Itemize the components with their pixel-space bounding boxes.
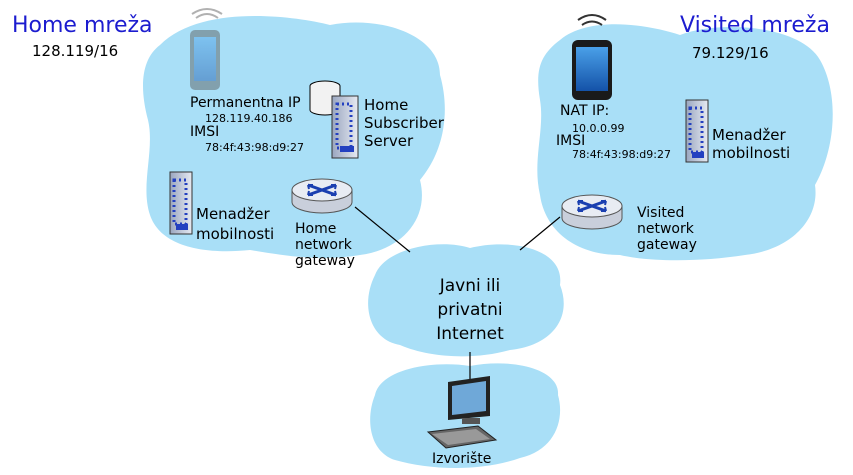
internet-cloud (368, 244, 564, 357)
hss-label-line3: Server (364, 132, 414, 150)
visited-imsi-label: IMSI (556, 133, 586, 149)
source-label: Izvorište (432, 451, 492, 467)
internet-label-line3: Internet (436, 324, 504, 344)
source-computer-icon (426, 376, 498, 449)
home-gateway-line2: network (295, 237, 352, 253)
hss-label-line2: Subscriber (364, 114, 444, 132)
home-gateway-line3: gateway (295, 253, 355, 269)
home-mobility-manager-line1: Menadžer (196, 205, 270, 223)
home-imsi-value: 78:4f:43:98:d9:27 (205, 141, 304, 154)
internet-label-line2: privatni (437, 300, 503, 320)
visited-mobility-manager-line2: mobilnosti (712, 144, 791, 162)
visited-gateway-router-icon (561, 194, 623, 230)
home-gateway-line1: Home (295, 221, 337, 237)
visited-network-title: Visited mreža (680, 13, 830, 38)
visited-network-prefix: 79.129/16 (692, 44, 769, 62)
home-gateway-router-icon (291, 178, 353, 214)
visited-imsi-value: 78:4f:43:98:d9:27 (572, 148, 671, 161)
visited-gateway-line3: gateway (637, 237, 697, 253)
home-network-cloud (143, 16, 445, 258)
home-phone-icon (190, 8, 223, 90)
link-home-gateway-internet (354, 206, 411, 253)
visited-mobility-manager-line1: Menadžer (712, 126, 786, 144)
visited-mobility-manager-icon (685, 99, 709, 163)
hss-label-line1: Home (364, 96, 409, 114)
visited-gateway-line1: Visited (637, 205, 685, 221)
home-network-title: Home mreža (12, 13, 153, 38)
link-visited-gateway-internet (519, 216, 561, 251)
home-subscriber-server-icon (309, 80, 359, 159)
home-network-prefix: 128.119/16 (32, 42, 119, 60)
internet-label-line1: Javni ili (439, 276, 501, 296)
home-imsi-label: IMSI (190, 124, 220, 140)
permanent-ip-value: 128.119.40.186 (205, 112, 293, 125)
nat-ip-label: NAT IP: (560, 103, 610, 119)
visited-phone-icon (572, 14, 612, 100)
permanent-ip-label: Permanentna IP (190, 95, 301, 111)
home-mobility-manager-icon (169, 171, 193, 235)
nat-ip-value: 10.0.0.99 (572, 122, 625, 135)
home-mobility-manager-line2: mobilnosti (196, 225, 275, 243)
visited-gateway-line2: network (637, 221, 694, 237)
